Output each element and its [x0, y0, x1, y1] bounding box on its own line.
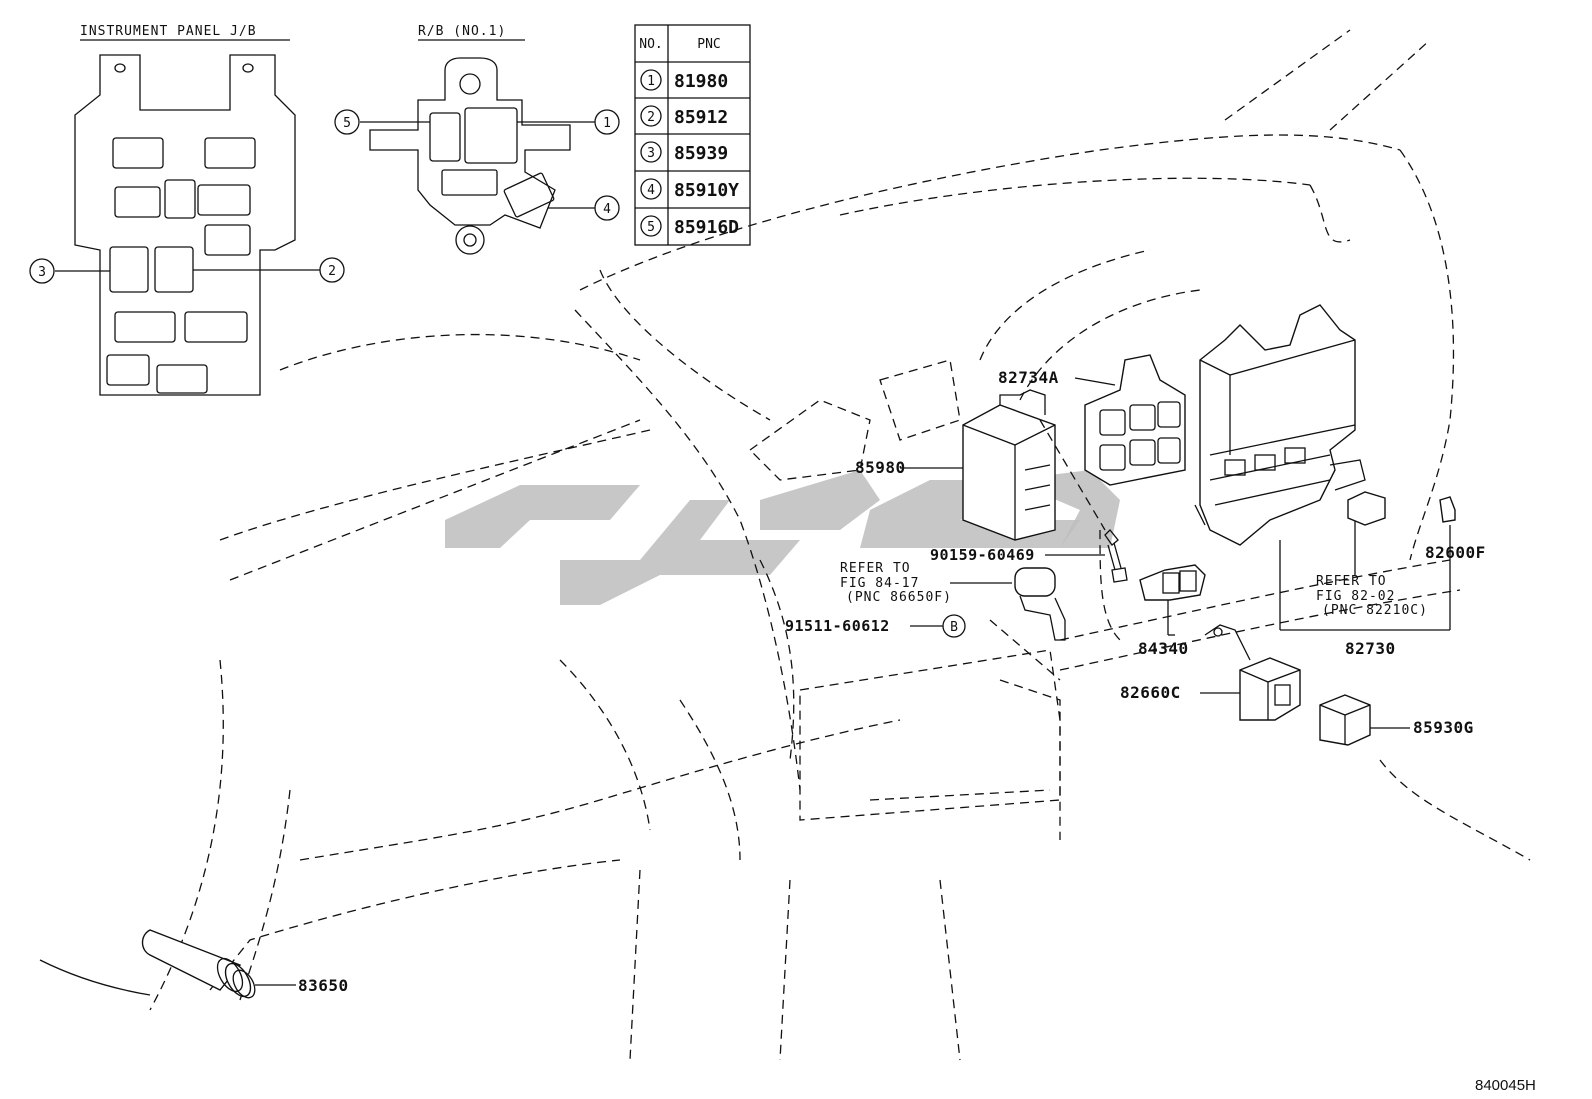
refer2-line1: REFER TO — [1316, 574, 1387, 589]
part-85980-drawing — [900, 389, 1056, 541]
instrument-panel-header: INSTRUMENT PANEL J/B — [80, 24, 257, 39]
table-row-no: 3 — [647, 146, 655, 161]
part-82660c-drawing — [1200, 624, 1301, 721]
refer1-line3: (PNC 86650F) — [846, 590, 952, 605]
label-82660c: 82660C — [1120, 683, 1181, 702]
rb-callout-1: 1 — [603, 116, 611, 131]
table-row-no: 1 — [647, 74, 655, 89]
label-83650: 83650 — [298, 976, 349, 995]
bolt-b-label: B — [950, 620, 958, 635]
part-82734a-drawing — [1074, 354, 1186, 486]
instrument-panel-jb: INSTRUMENT PANEL J/B 3 2 — [29, 24, 345, 396]
table-header-no: NO. — [639, 37, 662, 52]
jb-callout-2: 2 — [328, 264, 336, 279]
part-85930g-drawing — [1319, 694, 1410, 746]
label-90159: 90159-60469 — [930, 546, 1035, 564]
part-82730-drawing — [1194, 304, 1366, 546]
table-row-pnc: 81980 — [674, 71, 728, 92]
part-84340-drawing — [1139, 564, 1206, 636]
label-84340: 84340 — [1138, 639, 1189, 658]
refer2-line3: (PNC 82210C) — [1322, 603, 1428, 618]
rb-header: R/B (NO.1) — [418, 24, 506, 39]
part-small-relay-drawing — [1347, 491, 1386, 526]
dashboard-outline — [39, 29, 1531, 1061]
refer2-line2: FIG 82-02 — [1316, 589, 1395, 604]
rb-callout-4: 4 — [603, 202, 611, 217]
catalog-code: 840045H — [1475, 1077, 1536, 1094]
table-row-pnc: 85939 — [674, 143, 728, 164]
label-82600f: 82600F — [1425, 543, 1486, 562]
table-row-pnc: 85916D — [674, 217, 739, 238]
label-85930g: 85930G — [1413, 718, 1474, 737]
part-83650-drawing — [141, 929, 296, 999]
part-82600f-drawing — [1439, 496, 1456, 523]
part-86650f-drawing — [989, 567, 1066, 681]
refer1-line1: REFER TO — [840, 561, 911, 576]
label-91511: 91511-60612 — [785, 617, 890, 635]
jb-callout-3: 3 — [38, 265, 46, 280]
table-row-no: 5 — [647, 220, 655, 235]
label-85980: 85980 — [855, 458, 906, 477]
rb-callout-5: 5 — [343, 116, 351, 131]
relay-block-no1: R/B (NO.1) 5 1 4 — [334, 24, 620, 255]
table-header-pnc: PNC — [697, 37, 720, 52]
table-row-no: 4 — [647, 183, 655, 198]
pnc-table: NO. PNC 1 81980 2 85912 3 85939 4 85910Y… — [634, 24, 751, 246]
part-90159-drawing — [1039, 419, 1128, 583]
label-82734a: 82734A — [998, 368, 1059, 387]
refer1-line2: FIG 84-17 — [840, 576, 919, 591]
table-row-pnc: 85910Y — [674, 180, 739, 201]
label-82730: 82730 — [1345, 639, 1396, 658]
table-row-pnc: 85912 — [674, 107, 728, 128]
table-row-no: 2 — [647, 110, 655, 125]
